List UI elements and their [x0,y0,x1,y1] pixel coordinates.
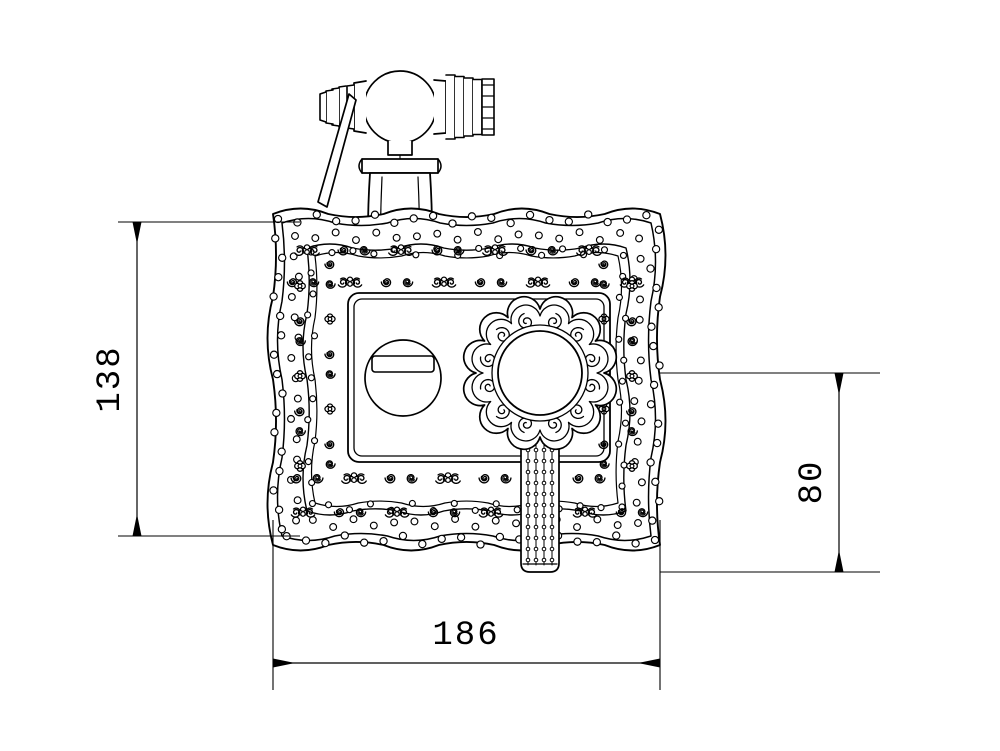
dimension-label: 138 [92,345,130,412]
dimension-group: 138 80 186 [92,221,880,690]
dimension-height-overall: 138 [92,221,300,537]
dimension-width-overall: 186 [272,520,661,690]
dimension-label: 80 [794,460,832,505]
drawing-geometry [266,70,667,573]
dimension-label: 186 [432,617,499,655]
dimension-height-spout-center: 80 [660,372,880,573]
